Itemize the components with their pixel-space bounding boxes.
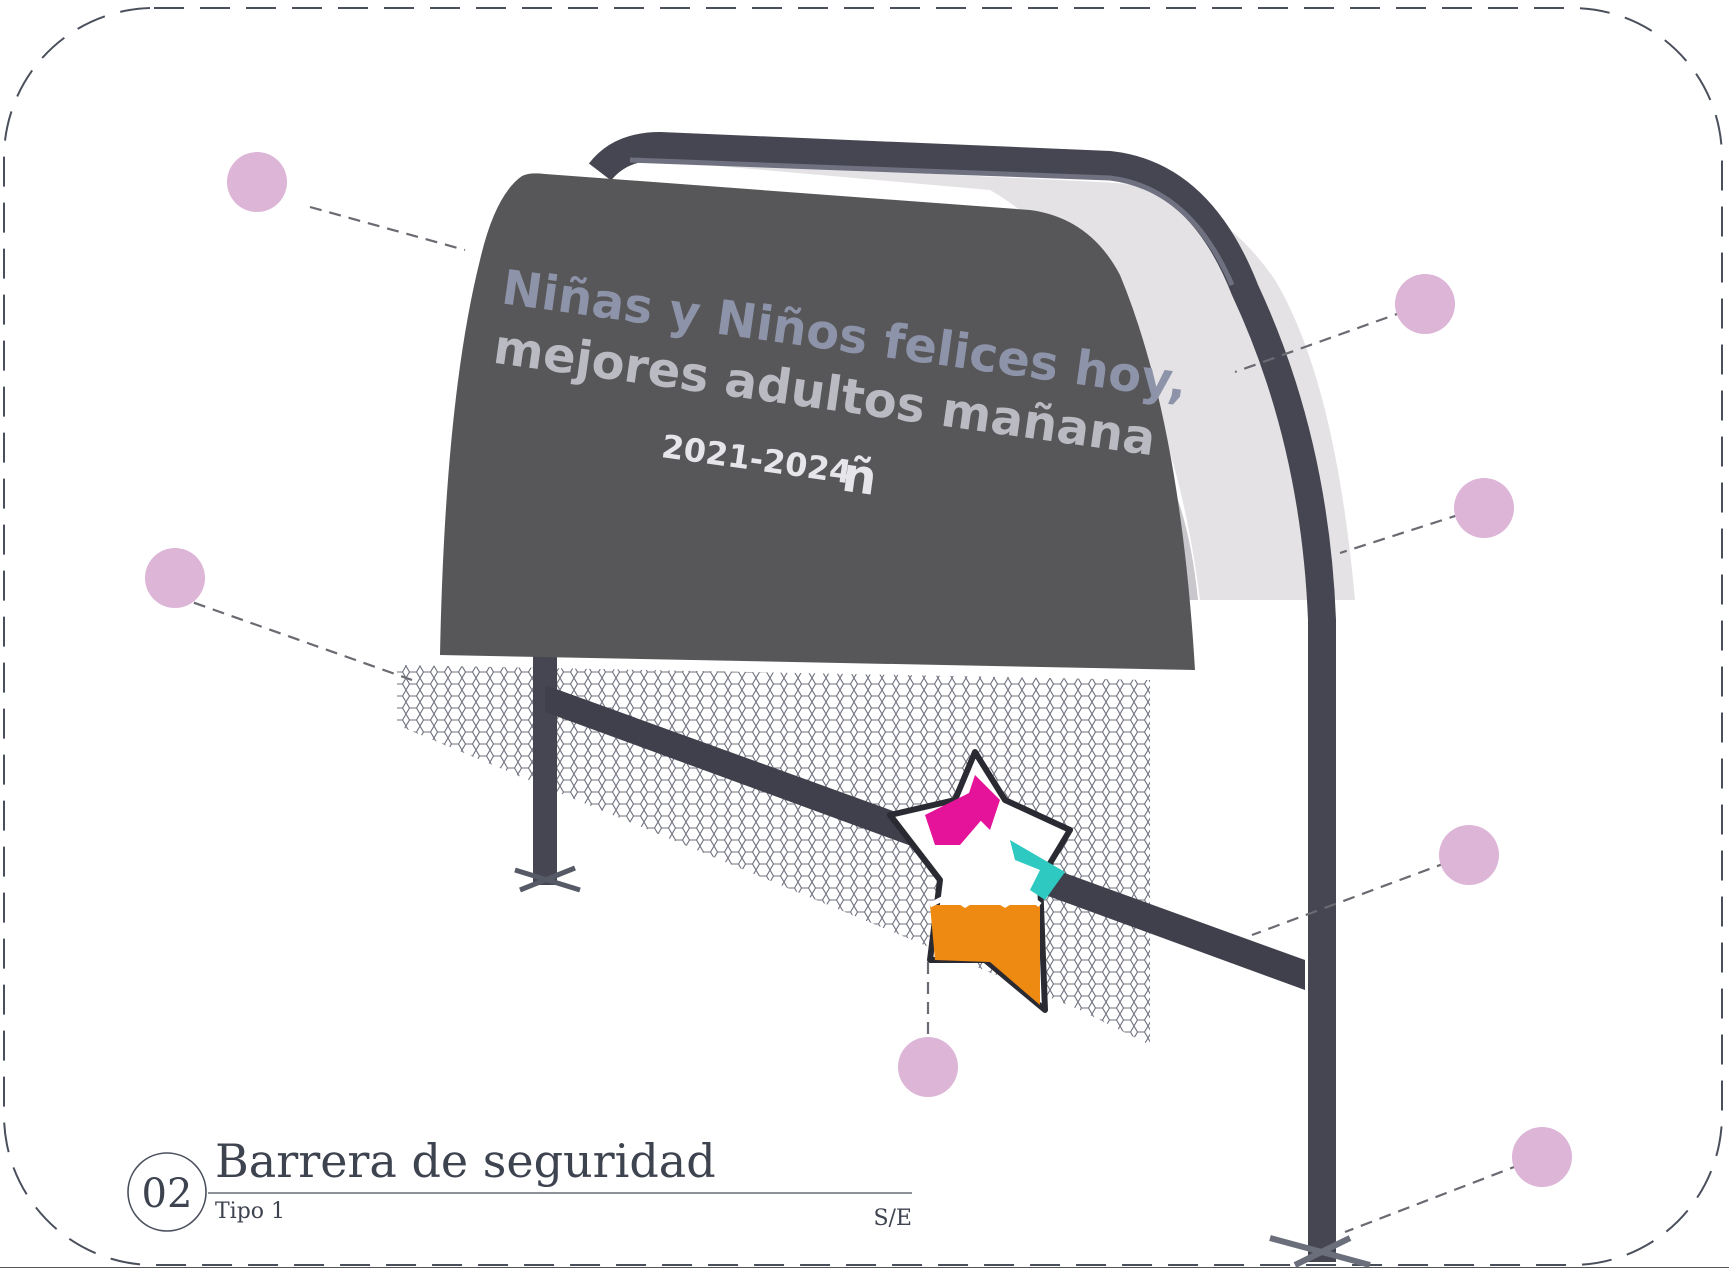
callout-dot-1	[227, 152, 287, 212]
drawing-number: 02	[142, 1171, 193, 1217]
dashed-frame	[3, 7, 1723, 1266]
right-post-base	[1269, 1235, 1371, 1268]
left-post-base	[514, 865, 581, 893]
sign-logo: ñ	[839, 447, 881, 507]
sign-back-panel	[650, 160, 1355, 600]
callout-dot-4	[145, 548, 205, 608]
leader-line-1	[309, 205, 466, 252]
drawing-subtitle: Tipo 1	[215, 1199, 285, 1224]
frame-tube-highlight	[629, 157, 1235, 286]
callout-dot-7	[1512, 1127, 1572, 1187]
callout-dot-3	[1454, 478, 1514, 538]
leader-line-2	[1234, 302, 1426, 374]
title-block: 02 Barrera de seguridad Tipo 1 S/E	[127, 1134, 912, 1232]
left-post	[533, 640, 557, 885]
leader-lines	[174, 205, 1541, 1234]
leader-line-7	[1344, 1155, 1541, 1234]
drawing-scale: S/E	[873, 1206, 912, 1231]
star-mascot	[887, 749, 1073, 1013]
number-circle	[127, 1152, 207, 1232]
sign-panel	[440, 173, 1195, 671]
callout-dot-2	[1395, 274, 1455, 334]
drawing-title: Barrera de seguridad	[215, 1134, 716, 1188]
leader-line-4	[174, 594, 413, 682]
leader-line-5	[1251, 853, 1468, 937]
callouts	[145, 152, 1572, 1187]
callout-dot-6	[898, 1037, 958, 1097]
frame-tube	[588, 132, 1336, 1262]
callout-dot-5	[1439, 825, 1499, 885]
